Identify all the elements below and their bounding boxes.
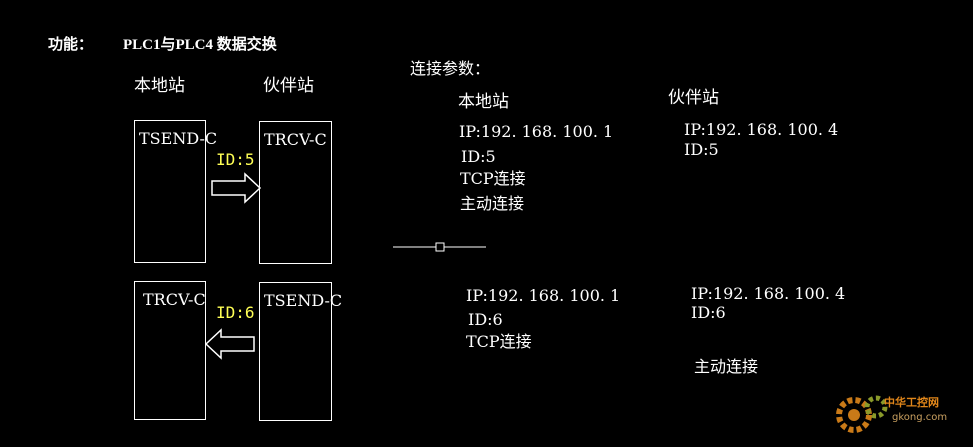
params-partner-title: 伙伴站 xyxy=(668,88,719,108)
local-station-header: 本地站 xyxy=(134,76,185,96)
local-conn-type-1: TCP连接 xyxy=(460,169,526,188)
local-block-label: TRCV-C xyxy=(143,290,206,309)
right-arrow-icon xyxy=(211,172,262,204)
local-id-2: ID:6 xyxy=(468,310,503,329)
partner-trcv-block: TRCV-C xyxy=(259,121,332,264)
left-arrow-icon xyxy=(204,328,255,360)
partner-tsend-block: TSEND-C xyxy=(259,282,342,421)
params-local-title: 本地站 xyxy=(458,92,509,112)
partner-station-header: 伙伴站 xyxy=(263,76,314,96)
local-ip-2: IP:192. 168. 100. 1 xyxy=(466,286,621,305)
partner-id-1: ID:5 xyxy=(684,140,719,159)
function-label: 功能： xyxy=(48,37,94,53)
params-title: 连接参数： xyxy=(410,59,491,78)
watermark-url: gkong.com xyxy=(892,412,948,423)
local-id-1: ID:5 xyxy=(461,147,496,166)
local-trcv-block: TRCV-C xyxy=(134,281,206,420)
partner-block-label: TSEND-C xyxy=(264,291,343,310)
page-title: PLC1与PLC4 数据交换 xyxy=(123,37,277,53)
local-block-label: TSEND-C xyxy=(139,129,218,148)
local-tsend-block: TSEND-C xyxy=(134,120,217,263)
gear-logo-icon xyxy=(836,395,888,433)
partner-id-2: ID:6 xyxy=(691,303,726,322)
partner-ip-1: IP:192. 168. 100. 4 xyxy=(684,120,839,139)
watermark: 中华工控网 gkong.com xyxy=(830,385,970,443)
partner-ip-2: IP:192. 168. 100. 4 xyxy=(691,284,846,303)
local-conn-mode-1: 主动连接 xyxy=(460,194,525,213)
local-conn-type-2: TCP连接 xyxy=(466,332,532,351)
partner-conn-mode-2: 主动连接 xyxy=(694,357,759,376)
watermark-brand: 中华工控网 xyxy=(884,396,939,409)
partner-block-label: TRCV-C xyxy=(264,130,327,149)
connection-id-label: ID:5 xyxy=(216,150,255,169)
connection-id-label: ID:6 xyxy=(216,303,255,322)
local-ip-1: IP:192. 168. 100. 1 xyxy=(459,122,614,141)
separator-node xyxy=(435,242,445,252)
